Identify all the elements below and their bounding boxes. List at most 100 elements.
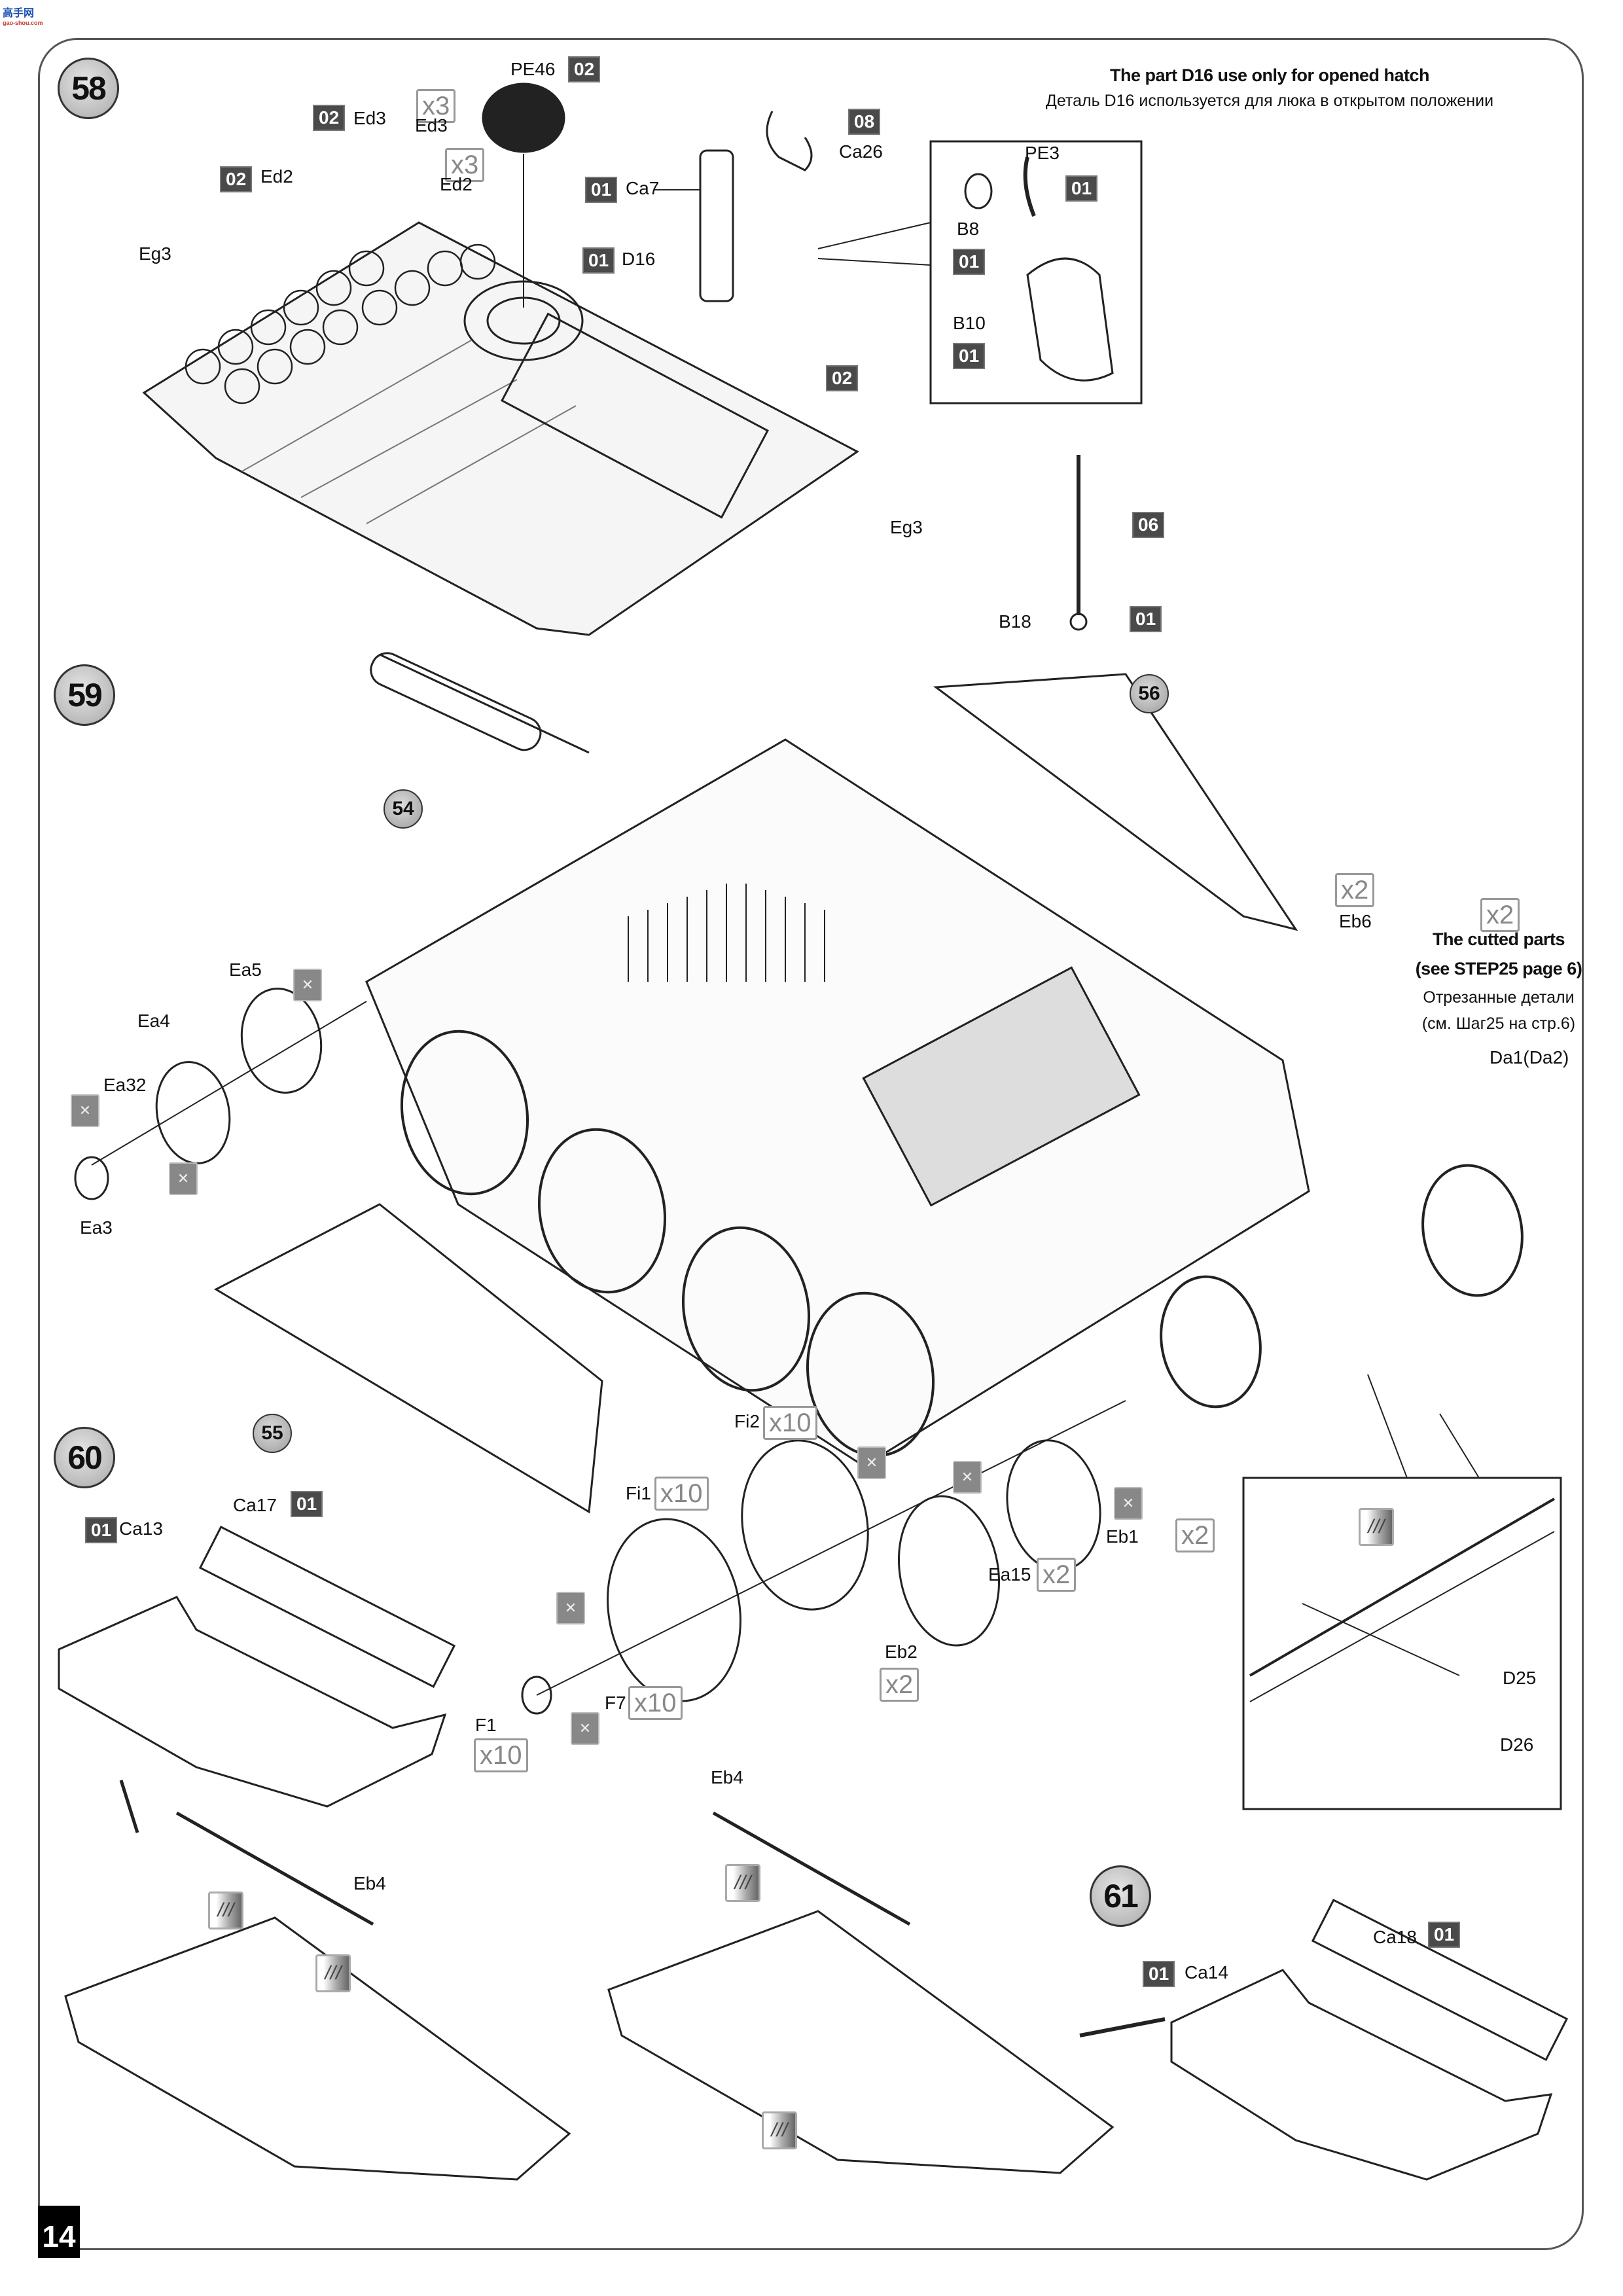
page-number: 14 [38,2206,80,2258]
b10-housing [1026,257,1114,382]
cut-icon: /// [315,1954,351,1992]
side-plate-55 [213,1203,603,1514]
qty-fi1: x10 [654,1477,709,1511]
qty-f1: x10 [474,1738,528,1772]
label-eb4-a: Eb4 [353,1873,386,1893]
rear-deck-plate [933,673,1298,931]
sprue-ca14: 01 [1143,1961,1175,1987]
sprue-b18: 01 [1130,606,1162,632]
glue-icon: ✕ [71,1094,99,1127]
label-eb6: Eb6 [1339,911,1372,931]
engine-bay [862,966,1141,1207]
label-ed2-b: Ed2 [440,174,473,194]
step-58-badge: 58 [58,58,119,119]
sub-step-56-badge: 56 [1130,674,1169,713]
sprue-ca18: 01 [1428,1922,1461,1948]
label-pe46: PE46 [510,59,556,79]
pe46-mesh-disc [482,82,565,153]
label-b10: B10 [953,313,986,333]
qty-f7: x10 [628,1686,683,1720]
qty-cutted: x2 [1480,898,1520,932]
cut-icon: /// [762,2111,797,2149]
sprue-ca26: 08 [848,109,881,135]
label-eg3-a: Eg3 [139,243,171,264]
label-d25: D25 [1503,1668,1537,1688]
ea3-cap [74,1156,109,1200]
ca18-grille [1311,1898,1569,2062]
glue-icon: ✕ [1114,1487,1143,1520]
cut-icon: /// [1359,1508,1394,1546]
eb4-rod-60 [175,1811,374,1926]
label-ed3-a: Ed3 [353,108,386,128]
note-d16-ru: Деталь D16 используется для люка в откры… [1045,92,1494,110]
label-ca26: Ca26 [839,141,883,162]
hatch-panel [501,312,769,519]
qty-fi2: x10 [763,1406,817,1440]
ea4-wheel [155,1061,231,1164]
qty-ed2-b: x3 [445,148,485,182]
label-ea5: Ea5 [229,960,262,980]
sprue-antenna: 06 [1132,512,1165,538]
label-fi2: Fi2 [734,1411,760,1431]
label-b8: B8 [957,219,980,239]
sprue-ca13: 01 [85,1517,118,1543]
eb1-sprocket [1006,1439,1101,1571]
exhaust-cylinders [185,243,496,404]
label-pe3: PE3 [1025,143,1060,163]
label-fi1: Fi1 [626,1483,651,1503]
label-ed3-b: Ed3 [415,115,448,135]
ea5-wheel [240,988,323,1094]
label-eb1: Eb1 [1106,1526,1139,1547]
step-59-badge: 59 [54,664,115,726]
watermark-logo: 高手网 gao-shou.com [3,4,43,26]
sprue-d16: 01 [582,247,615,274]
note-cutted-en-1: The cutted parts [1432,929,1565,949]
glue-icon: ✕ [571,1712,599,1745]
sprue-b8: 01 [953,249,986,275]
qty-eb2: x2 [880,1668,919,1702]
step-60-badge: 60 [54,1427,115,1488]
eb2-sprocket [897,1495,1001,1647]
glue-icon: ✕ [169,1162,198,1195]
road-wheels [400,1030,1524,1458]
gun-barrel [370,652,542,751]
label-b18: B18 [999,611,1031,632]
qty-eb6: x2 [1335,873,1375,907]
watermark-subtext: gao-shou.com [3,20,43,26]
sprue-pe3: 01 [1065,175,1098,202]
label-d16: D16 [622,249,656,269]
b8-lens [964,173,993,209]
label-ca18: Ca18 [1373,1927,1417,1947]
note-cutted-ru-2: (см. Шаг25 на стр.6) [1421,1014,1576,1033]
qty-eb1: x2 [1175,1518,1215,1552]
engine-deck-plate [142,221,859,636]
eb4-rod-60b [712,1811,911,1926]
label-ea4: Ea4 [137,1011,170,1031]
label-eb4-b: Eb4 [711,1767,743,1787]
label-da1: Da1(Da2) [1489,1047,1569,1067]
ca13-frame [58,1596,447,1808]
note-cutted-en-2: (see STEP25 page 6) [1415,959,1582,978]
ca26-bracket [766,111,813,171]
label-ea3: Ea3 [80,1217,113,1238]
note-d16-en: The part D16 use only for opened hatch [1109,65,1430,85]
sprue-ed3-a: 02 [313,105,346,131]
cut-icon: /// [725,1864,760,1902]
ammo-rack [628,884,825,982]
engine-deck-60 [64,1916,571,2181]
qty-ea15: x2 [1037,1558,1077,1592]
ca14-frame [1170,1969,1553,2181]
sprue-b10: 01 [953,343,986,369]
pe3-clip [1023,156,1036,217]
label-ca14: Ca14 [1185,1962,1228,1982]
step-61-badge: 61 [1090,1865,1151,1927]
glue-icon: ✕ [857,1446,886,1479]
cut-icon: /// [208,1892,243,1929]
engine-deck-60b [607,1910,1115,2174]
hull-body [365,738,1310,1467]
label-f1: F1 [475,1715,497,1735]
label-ca7: Ca7 [626,178,660,198]
fi1-wheel [607,1518,741,1702]
qty-ed3-b: x3 [416,89,456,123]
